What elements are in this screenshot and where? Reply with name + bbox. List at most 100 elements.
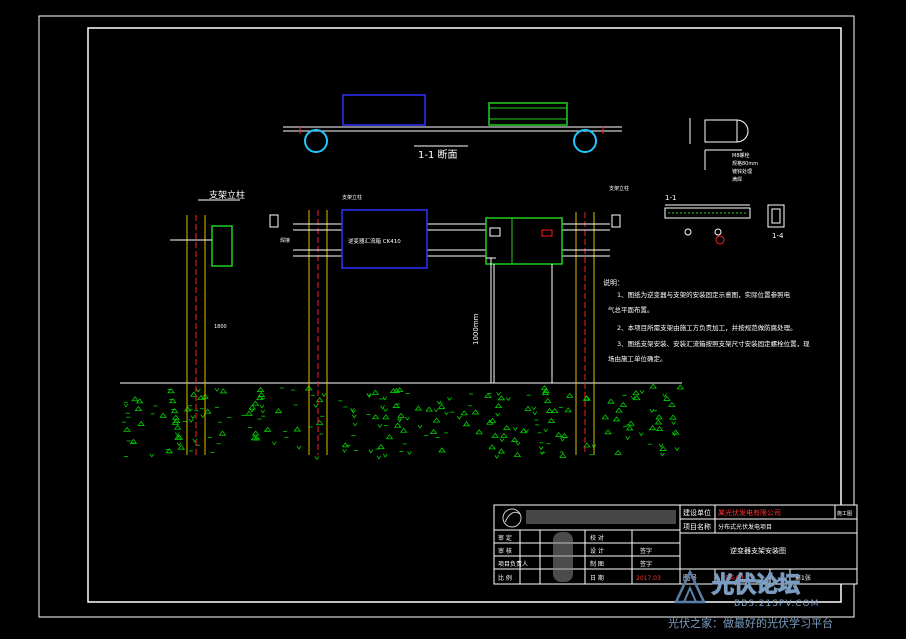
soil-mark	[313, 404, 319, 408]
soil-mark	[259, 404, 265, 409]
tb-role2-2: 制 图	[590, 560, 604, 568]
detail-clamp: M8螺栓 规格80mm 镀锌处理 满焊	[689, 118, 758, 183]
soil-mark	[614, 449, 622, 455]
svg-text:规格80mm: 规格80mm	[732, 160, 758, 167]
soil-mark	[433, 408, 439, 413]
soil-mark	[383, 408, 388, 413]
soil-mark	[200, 414, 206, 419]
soil-mark	[368, 449, 374, 454]
notes-heading: 说明：	[603, 278, 624, 287]
note-line-5: 场由施工单位确定。	[608, 354, 667, 363]
soil-mark	[169, 398, 177, 404]
soil-mark	[438, 447, 446, 453]
soil-mark	[491, 432, 499, 438]
outer-frame	[38, 15, 855, 618]
soil-mark	[342, 448, 347, 453]
soil-mark	[385, 434, 394, 440]
soil-mark	[218, 430, 227, 436]
soil-mark	[671, 421, 676, 426]
soil-mark	[395, 386, 404, 393]
soil-mark	[560, 437, 565, 442]
soil-mark	[392, 402, 401, 408]
soil-mark	[192, 438, 198, 443]
soil-mark	[497, 448, 506, 454]
soil-mark	[274, 408, 283, 414]
drawing-name: 逆变器支架安装图	[730, 546, 786, 555]
soil-mark	[203, 408, 212, 414]
soil-mark	[172, 417, 181, 424]
drawing-no-value: SK-01	[725, 574, 745, 582]
watermark-url: BBS.21SPV.COM	[734, 599, 819, 609]
soil-mark	[565, 392, 574, 398]
cross-beams: 焊接	[269, 214, 621, 257]
soil-mark	[560, 432, 569, 438]
soil-mark	[137, 420, 145, 426]
soil-mark	[250, 435, 259, 441]
company-logo	[502, 508, 522, 528]
soil-mark	[123, 403, 129, 408]
soil-mark	[165, 448, 174, 454]
soil-mark	[315, 419, 324, 425]
soil-mark	[649, 409, 655, 413]
watermark-slogan: 光伏之家：做最好的光伏学习平台	[668, 616, 833, 630]
soil-mark	[174, 432, 180, 437]
soil-mark	[389, 387, 398, 394]
soil-mark	[627, 420, 635, 426]
soil-mark	[399, 427, 408, 433]
soil-mark	[172, 414, 180, 420]
company-name-blurred	[526, 510, 676, 524]
tb-sig2-2: 签字	[640, 560, 652, 568]
soil-mark	[582, 395, 591, 401]
soil-mark	[662, 393, 668, 398]
soil-mark	[663, 395, 671, 401]
soil-mark	[183, 406, 192, 412]
soil-mark	[674, 447, 680, 452]
note-line-4: 3、图纸支架安装、安装汇流箱按照支架尺寸安装固定螺栓位置，现	[617, 339, 810, 348]
soil-mark	[377, 423, 383, 428]
title-block: 建设单位 某光伏发电有限公司 施工图 项目名称 分布式光伏发电项目 逆变器支架安…	[493, 504, 858, 585]
soil-mark	[497, 395, 506, 401]
soil-mark	[188, 418, 194, 423]
soil-mark	[257, 391, 266, 397]
soil-mark	[512, 426, 518, 431]
soil-mark	[263, 426, 272, 432]
soil-mark	[149, 453, 155, 458]
soil-mark	[543, 428, 549, 433]
soil-mark	[351, 409, 356, 414]
soil-mark	[510, 436, 519, 443]
soil-mark	[506, 397, 511, 402]
dim-vertical: 1000mm	[472, 313, 480, 345]
soil-mark	[131, 396, 139, 402]
svg-text:镀锌处理: 镀锌处理	[732, 168, 752, 175]
soil-mark	[494, 455, 500, 459]
soil-mark	[189, 391, 198, 397]
soil-mark	[129, 438, 138, 444]
soil-mark	[502, 424, 511, 431]
section-title: 1-1 断面	[418, 148, 458, 161]
soil-mark	[196, 388, 201, 393]
soil-mark	[648, 425, 657, 431]
post-label-mid: 支架立柱	[342, 194, 362, 201]
soil-mark	[444, 411, 449, 416]
soil-mark	[655, 425, 664, 432]
soil-mark	[190, 415, 196, 420]
soil-mark	[500, 432, 508, 438]
soil-mark	[462, 421, 471, 427]
section-box-left	[342, 94, 426, 126]
soil-mark	[543, 397, 552, 404]
soil-mark	[429, 428, 438, 435]
soil-mark	[170, 408, 179, 414]
watermark-logo-icon	[674, 569, 706, 604]
soil-mark	[655, 414, 663, 420]
soil-mark	[256, 386, 265, 392]
soil-mark	[485, 419, 494, 425]
soil-mark	[382, 414, 390, 420]
design-unit-value: 某光伏发电有限公司	[718, 508, 781, 517]
post-left: 支架立柱 1800	[170, 189, 245, 455]
soil-mark	[397, 418, 402, 423]
sheet-label: 第1张	[795, 574, 811, 582]
soil-mark	[405, 416, 410, 421]
soil-mark	[176, 442, 182, 447]
notes: 说明： 1、图纸为逆变器与支架的安装固定示意图，实际位置参照电 气总平面布置。 …	[603, 278, 810, 363]
soil-mark	[532, 411, 538, 416]
